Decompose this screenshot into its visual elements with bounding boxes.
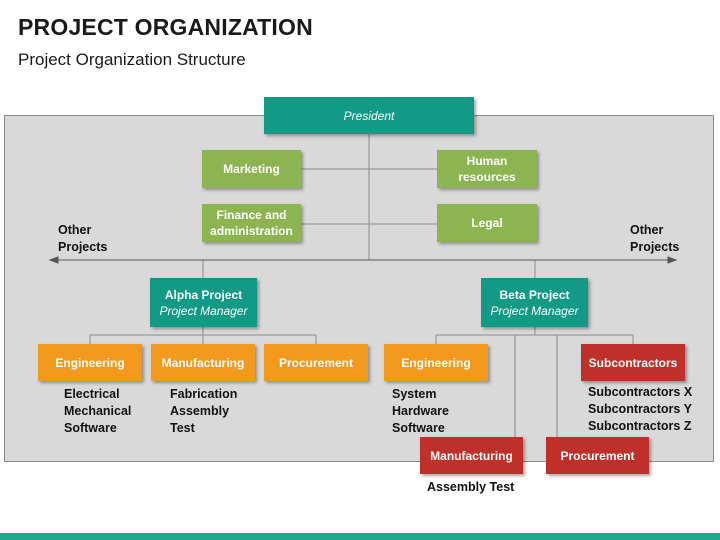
beta-procurement-node[interactable]: Procurement — [546, 437, 649, 474]
beta-engineering-item: Software — [392, 421, 445, 435]
alpha-manufacturing-item: Test — [170, 421, 195, 435]
alpha-engineering-label: Engineering — [55, 355, 125, 370]
marketing-label: Marketing — [223, 162, 280, 176]
alpha-engineering-item: Software — [64, 421, 117, 435]
alpha-engineering-items: Electrical Mechanical Software — [64, 386, 131, 437]
president-label: President — [343, 108, 395, 123]
alpha-project-node[interactable]: Alpha Project Project Manager — [150, 278, 257, 327]
arrow-left-head — [48, 256, 59, 264]
beta-project-title: Beta Project — [499, 287, 570, 302]
beta-engineering-item: System — [392, 387, 437, 401]
other-projects-right-line-2: Projects — [630, 240, 680, 254]
beta-engineering-label: Engineering — [401, 355, 471, 370]
alpha-manufacturing-node[interactable]: Manufacturing — [151, 344, 255, 381]
beta-engineering-node[interactable]: Engineering — [384, 344, 488, 381]
alpha-manufacturing-item: Fabrication — [170, 387, 238, 401]
beta-engineering-item: Hardware — [392, 404, 449, 418]
alpha-manufacturing-item: Assembly — [170, 404, 230, 418]
beta-manufacturing-item: Assembly Test — [427, 480, 515, 494]
alpha-procurement-node[interactable]: Procurement — [264, 344, 368, 381]
beta-subcontractors-items: Subcontractors X Subcontractors Y Subcon… — [588, 384, 692, 435]
other-projects-left-line-2: Projects — [58, 240, 108, 254]
other-projects-left-line-1: Other — [58, 223, 92, 237]
page-title: PROJECT ORGANIZATION — [18, 14, 313, 40]
human-resources-node[interactable]: Human resources — [437, 150, 537, 188]
arrow-right-head — [667, 256, 678, 264]
finance-label: Finance and administration — [210, 208, 293, 238]
beta-manufacturing-label: Manufacturing — [430, 448, 513, 463]
alpha-engineering-node[interactable]: Engineering — [38, 344, 142, 381]
other-projects-right-line-1: Other — [630, 223, 664, 237]
legal-label: Legal — [471, 216, 503, 230]
other-projects-right: Other Projects — [630, 222, 679, 256]
finance-node[interactable]: Finance and administration — [202, 204, 301, 242]
beta-engineering-items: System Hardware Software — [392, 386, 449, 437]
alpha-engineering-item: Electrical — [64, 387, 120, 401]
alpha-manufacturing-label: Manufacturing — [161, 355, 245, 370]
beta-subcontractors-item: Subcontractors X — [588, 385, 693, 399]
beta-subcontractors-label: Subcontractors — [588, 355, 678, 370]
marketing-node[interactable]: Marketing — [202, 150, 301, 188]
alpha-manufacturing-items: Fabrication Assembly Test — [170, 386, 237, 437]
beta-procurement-label: Procurement — [560, 448, 635, 463]
beta-subcontractors-item: Subcontractors Z — [588, 419, 692, 433]
legal-node[interactable]: Legal — [437, 204, 537, 242]
president-node[interactable]: President — [264, 97, 474, 134]
beta-subcontractors-node[interactable]: Subcontractors — [581, 344, 685, 381]
alpha-project-title: Alpha Project — [164, 287, 243, 302]
page-subtitle: Project Organization Structure — [18, 50, 246, 69]
beta-project-role: Project Manager — [490, 303, 579, 318]
beta-project-node[interactable]: Beta Project Project Manager — [481, 278, 588, 327]
beta-manufacturing-node[interactable]: Manufacturing — [420, 437, 523, 474]
footer-accent-bar — [0, 533, 720, 540]
other-projects-left: Other Projects — [58, 222, 107, 256]
human-resources-label: Human resources — [458, 154, 516, 184]
org-chart-panel — [4, 115, 714, 462]
beta-subcontractors-item: Subcontractors Y — [588, 402, 692, 416]
alpha-project-role: Project Manager — [159, 303, 248, 318]
alpha-engineering-item: Mechanical — [64, 404, 132, 418]
alpha-procurement-label: Procurement — [278, 355, 354, 370]
beta-manufacturing-items: Assembly Test — [427, 479, 514, 496]
